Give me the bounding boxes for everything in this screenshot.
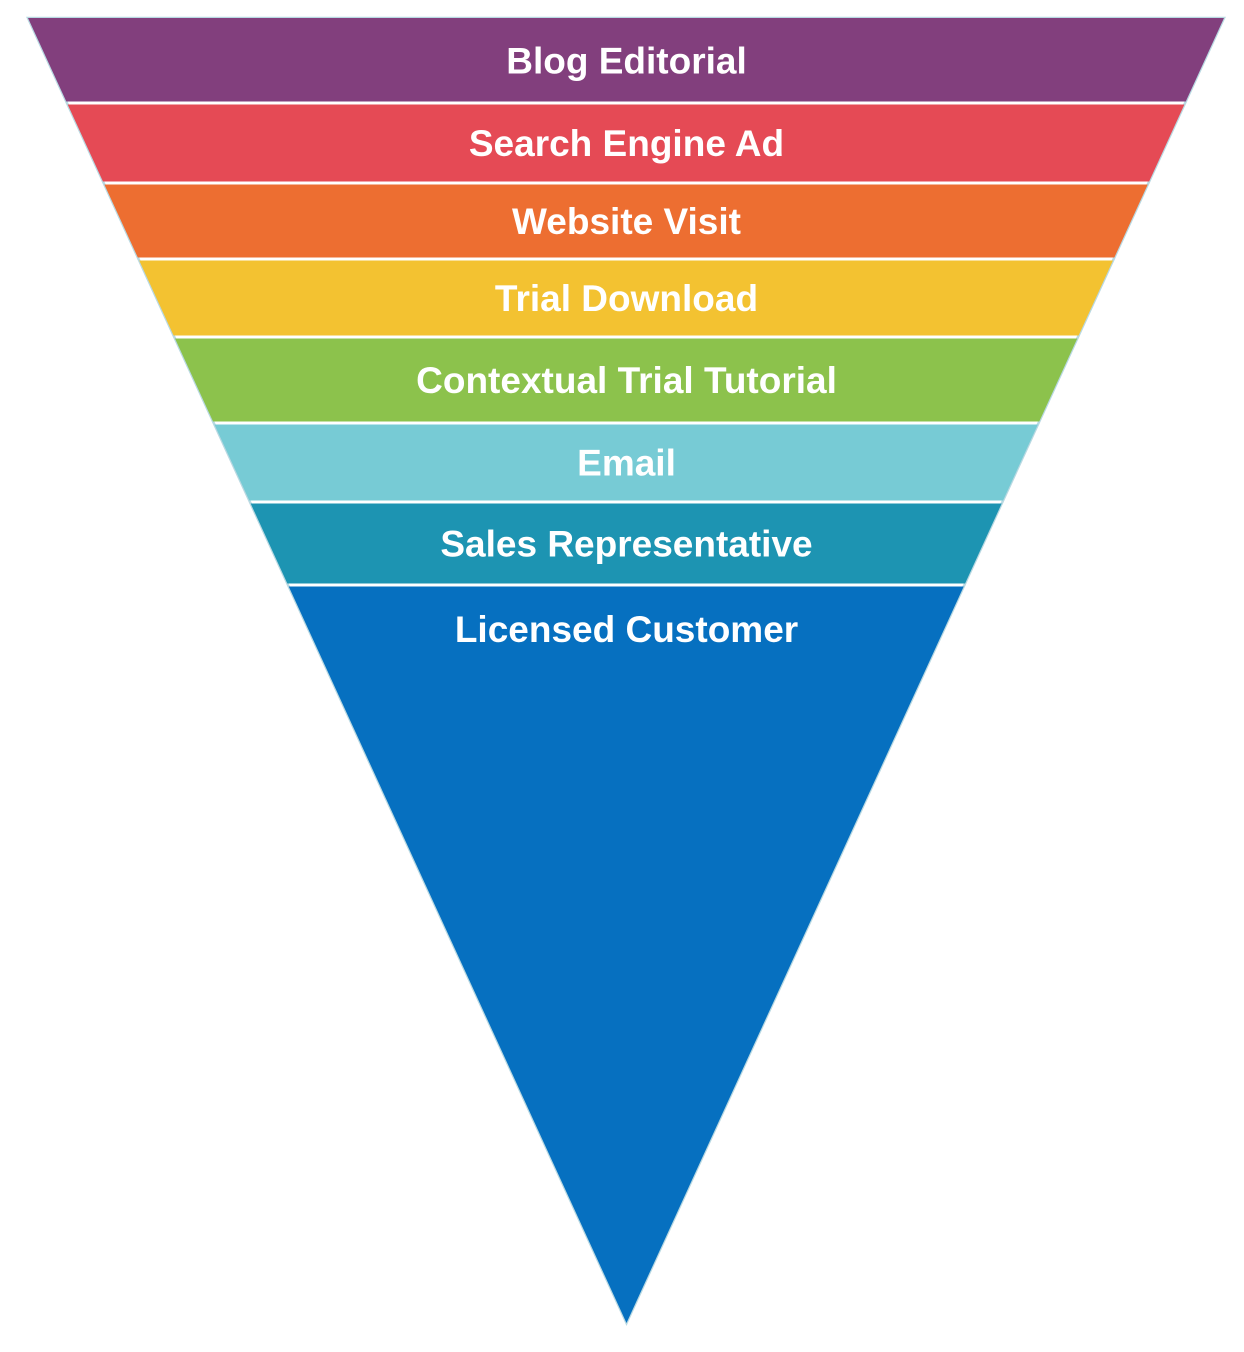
funnel-segment-search-engine-ad [67,104,1185,182]
funnel-label-email: Email [577,443,676,484]
funnel-segment-website-visit [104,184,1148,258]
funnel-label-trial-download: Trial Download [495,278,758,319]
funnel-segment-email [214,424,1038,501]
funnel-segment-blog-editorial [28,18,1224,102]
funnel-label-licensed-customer: Licensed Customer [455,609,798,650]
funnel-segment-sales-representative [250,503,1002,584]
funnel-label-website-visit: Website Visit [512,201,741,242]
funnel-segment-contextual-trial-tutorial [174,338,1078,422]
funnel-segment-trial-download [139,260,1113,336]
funnel-label-search-engine-ad: Search Engine Ad [469,123,784,164]
funnel-label-sales-representative: Sales Representative [440,524,812,565]
funnel-segment-licensed-customer [288,586,964,1323]
funnel-label-contextual-trial-tutorial: Contextual Trial Tutorial [416,360,837,401]
funnel-label-blog-editorial: Blog Editorial [506,41,747,82]
